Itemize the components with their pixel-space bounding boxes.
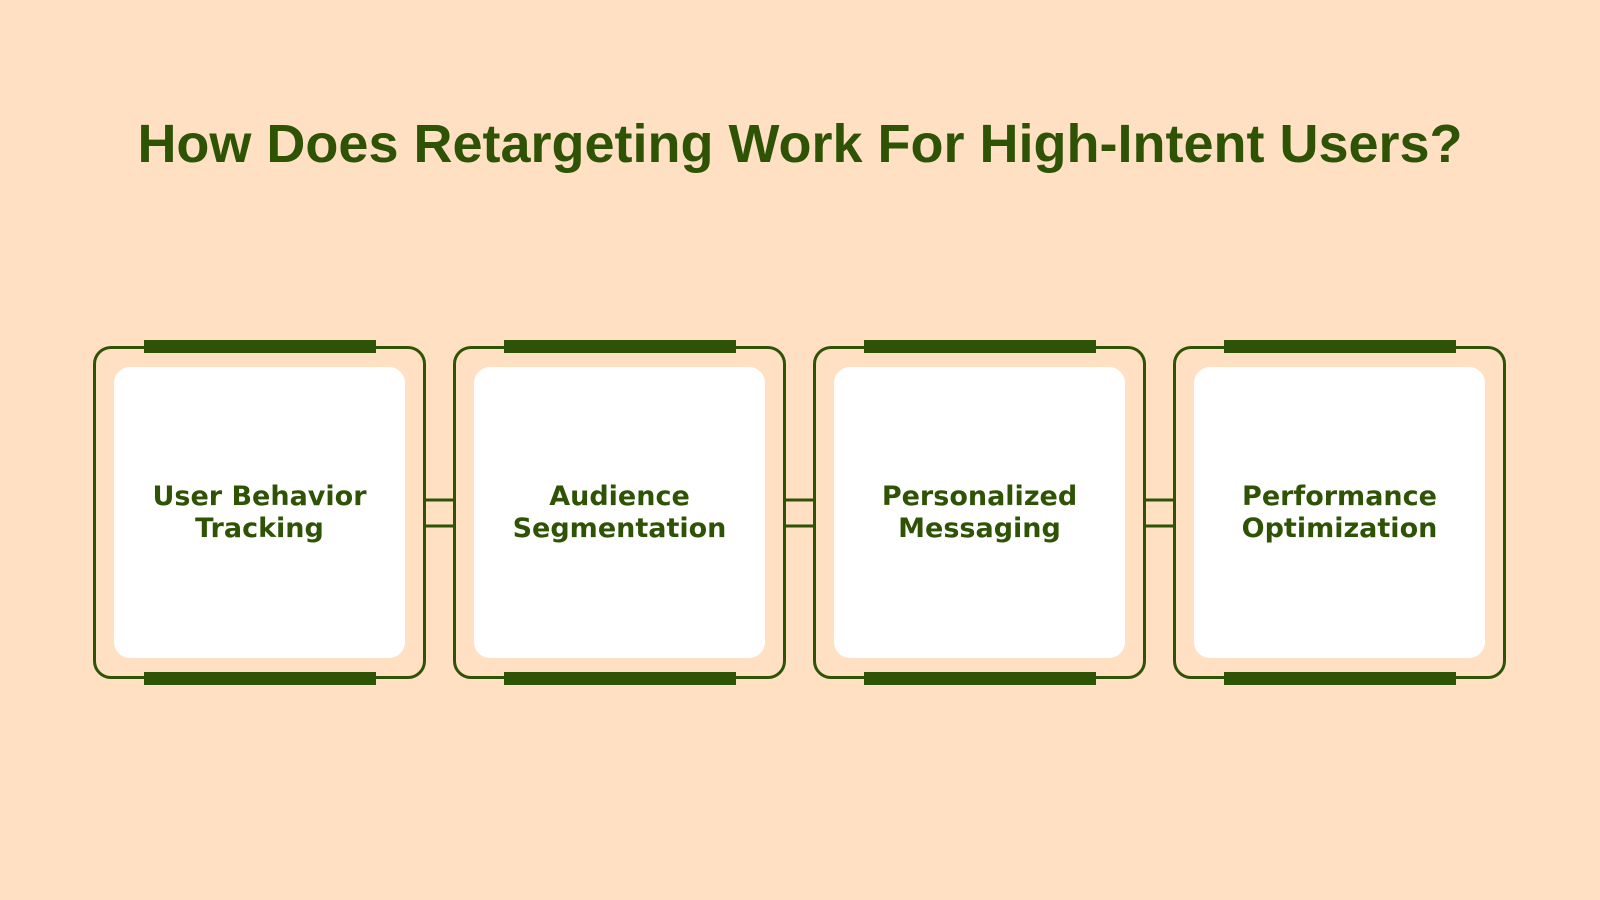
step-bottom-bar	[503, 672, 736, 685]
step-card: User Behavior Tracking	[114, 367, 405, 658]
step-card: Audience Segmentation	[474, 367, 765, 658]
step-top-bar	[863, 340, 1096, 353]
step-label: Audience Segmentation	[512, 480, 727, 544]
step-performance-optimization: Performance Optimization	[1173, 340, 1506, 685]
connector-2-3	[786, 498, 813, 528]
step-card: Performance Optimization	[1194, 367, 1485, 658]
step-top-bar	[143, 340, 376, 353]
connector-1-2	[426, 498, 453, 528]
step-audience-segmentation: Audience Segmentation	[453, 340, 786, 685]
step-bottom-bar	[863, 672, 1096, 685]
step-bottom-bar	[1223, 672, 1456, 685]
step-top-bar	[1223, 340, 1456, 353]
step-label: User Behavior Tracking	[152, 480, 367, 544]
step-top-bar	[503, 340, 736, 353]
diagram-title: How Does Retargeting Work For High-Inten…	[137, 114, 1463, 174]
step-bottom-bar	[143, 672, 376, 685]
step-personalized-messaging: Personalized Messaging	[813, 340, 1146, 685]
connector-3-4	[1146, 498, 1173, 528]
step-label: Performance Optimization	[1241, 480, 1438, 544]
step-card: Personalized Messaging	[834, 367, 1125, 658]
step-label: Personalized Messaging	[881, 480, 1078, 544]
step-user-behavior-tracking: User Behavior Tracking	[93, 340, 426, 685]
